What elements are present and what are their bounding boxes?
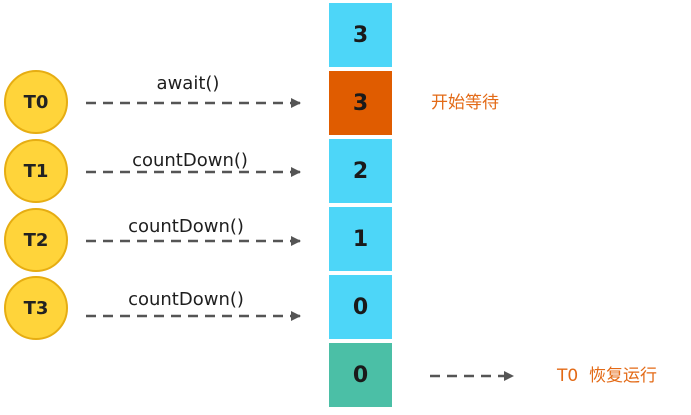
counter-cell-released: 0 xyxy=(329,343,392,407)
call-label-t2: countDown() xyxy=(128,216,244,237)
call-label-t3: countDown() xyxy=(128,289,244,310)
thread-t0: T0 xyxy=(4,70,68,134)
thread-t2: T2 xyxy=(4,208,68,272)
note-waiting: 开始等待 xyxy=(431,93,499,113)
counter-cell-waiting: 3 xyxy=(329,71,392,135)
thread-t1: T1 xyxy=(4,139,68,203)
thread-t3: T3 xyxy=(4,276,68,340)
counter-cell-0: 0 xyxy=(329,275,392,339)
counter-cell-1: 1 xyxy=(329,207,392,271)
note-resume: T0 恢复运行 xyxy=(557,366,658,386)
call-label-t1: countDown() xyxy=(132,150,248,171)
call-label-t0: await() xyxy=(156,73,220,94)
counter-cell-initial: 3 xyxy=(329,3,392,67)
counter-cell-2: 2 xyxy=(329,139,392,203)
